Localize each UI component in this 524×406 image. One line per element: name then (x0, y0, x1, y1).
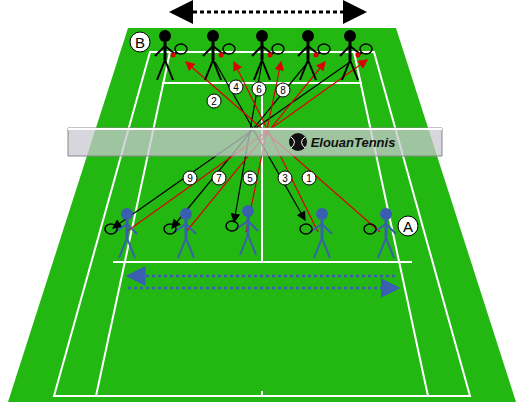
callout-number: 9 (183, 171, 198, 186)
callout-number: 5 (243, 171, 258, 186)
callout-number: 8 (276, 83, 291, 98)
callout-number: 3 (278, 171, 293, 186)
callout-number: 6 (252, 82, 267, 97)
callout-number: 7 (212, 171, 227, 186)
callout-number: 2 (207, 94, 222, 109)
watermark: ElouanTennis (309, 136, 398, 149)
callout-number: 1 (302, 171, 317, 186)
callout-number: 4 (229, 80, 244, 95)
player-group-label: B (130, 32, 151, 53)
player-group-label: A (398, 216, 419, 237)
